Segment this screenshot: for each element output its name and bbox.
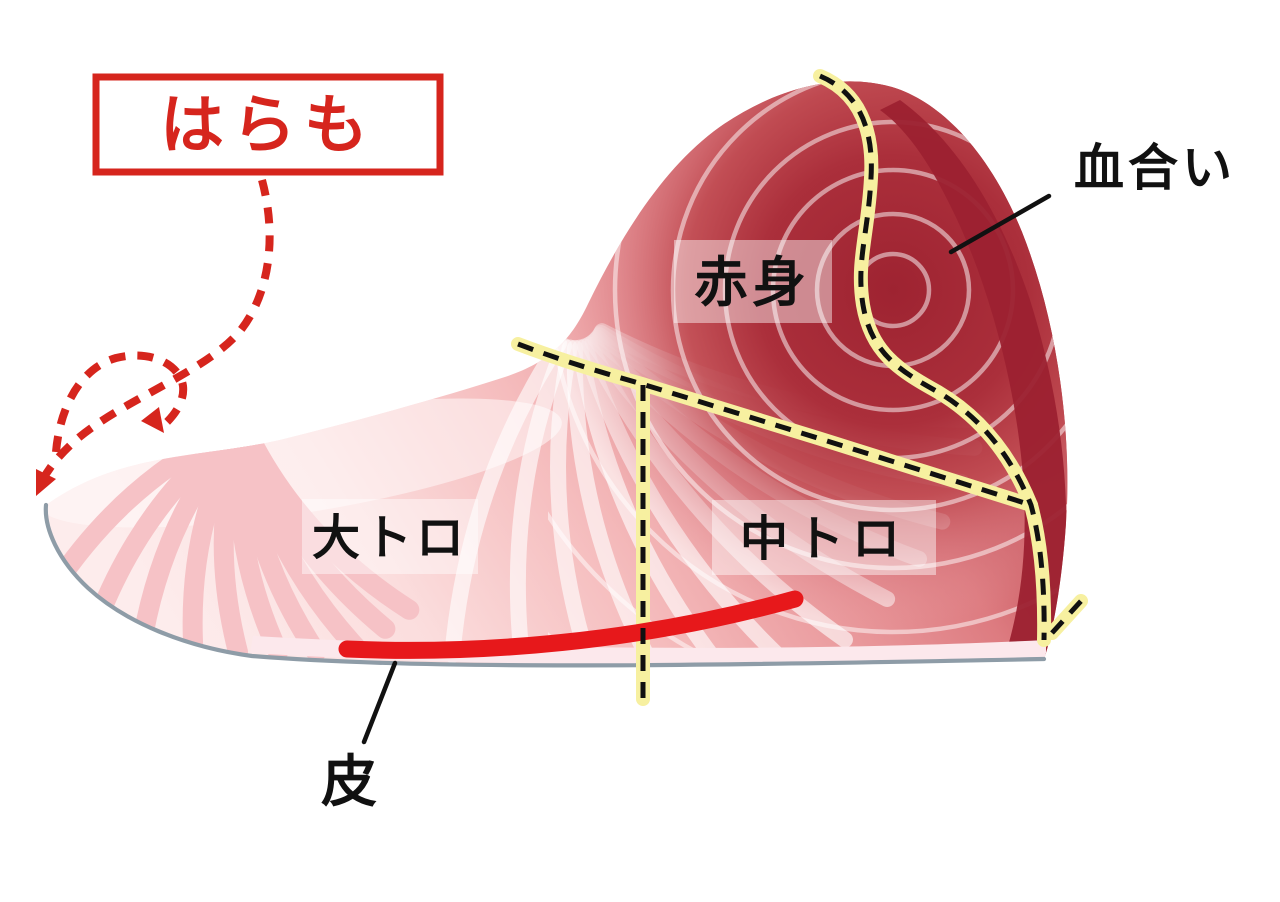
haramo-label: はらも [160, 89, 376, 161]
cut-lines [338, 69, 1088, 706]
kawa-pointer-line [361, 660, 398, 745]
otoro-label-bg [302, 499, 478, 574]
haramo-arrowhead-left [36, 469, 56, 496]
cut-line-diagonal-dashes [517, 341, 1032, 508]
stripe [444, 335, 568, 663]
labels: 赤身 大トロ 中トロ 血合い 皮 [302, 140, 1236, 813]
chutoro-label: 中トロ [740, 513, 908, 566]
muscle-ring [670, 81, 1068, 513]
haramo-callout: はらも [36, 73, 444, 496]
haramo-arrowhead-inner [141, 407, 164, 433]
haramo-leader-dashed [36, 178, 274, 488]
kawa-label: 皮 [321, 750, 377, 813]
cut-line-chiai-dashes [819, 73, 1047, 641]
muscle-ring [612, 81, 1068, 571]
skin-marker-red-curve [338, 590, 804, 659]
stripe [244, 436, 420, 620]
chiai-pointer-line [948, 193, 1052, 255]
akami-label-bg [674, 240, 832, 323]
stripe [130, 434, 237, 662]
stripe [85, 431, 233, 637]
haramo-box [92, 73, 444, 176]
cut-line-hook-dashes [1050, 599, 1083, 635]
haramo-loop-dashed [52, 351, 188, 453]
stripe [509, 338, 573, 663]
chiai-label: 血合い [1074, 140, 1236, 196]
skin-line [43, 502, 1047, 668]
chutoro-label-bg [712, 500, 936, 575]
akami-label: 赤身 [694, 253, 810, 313]
belly-rib-stripes [45, 426, 420, 662]
otoro-label: 大トロ [312, 512, 468, 565]
